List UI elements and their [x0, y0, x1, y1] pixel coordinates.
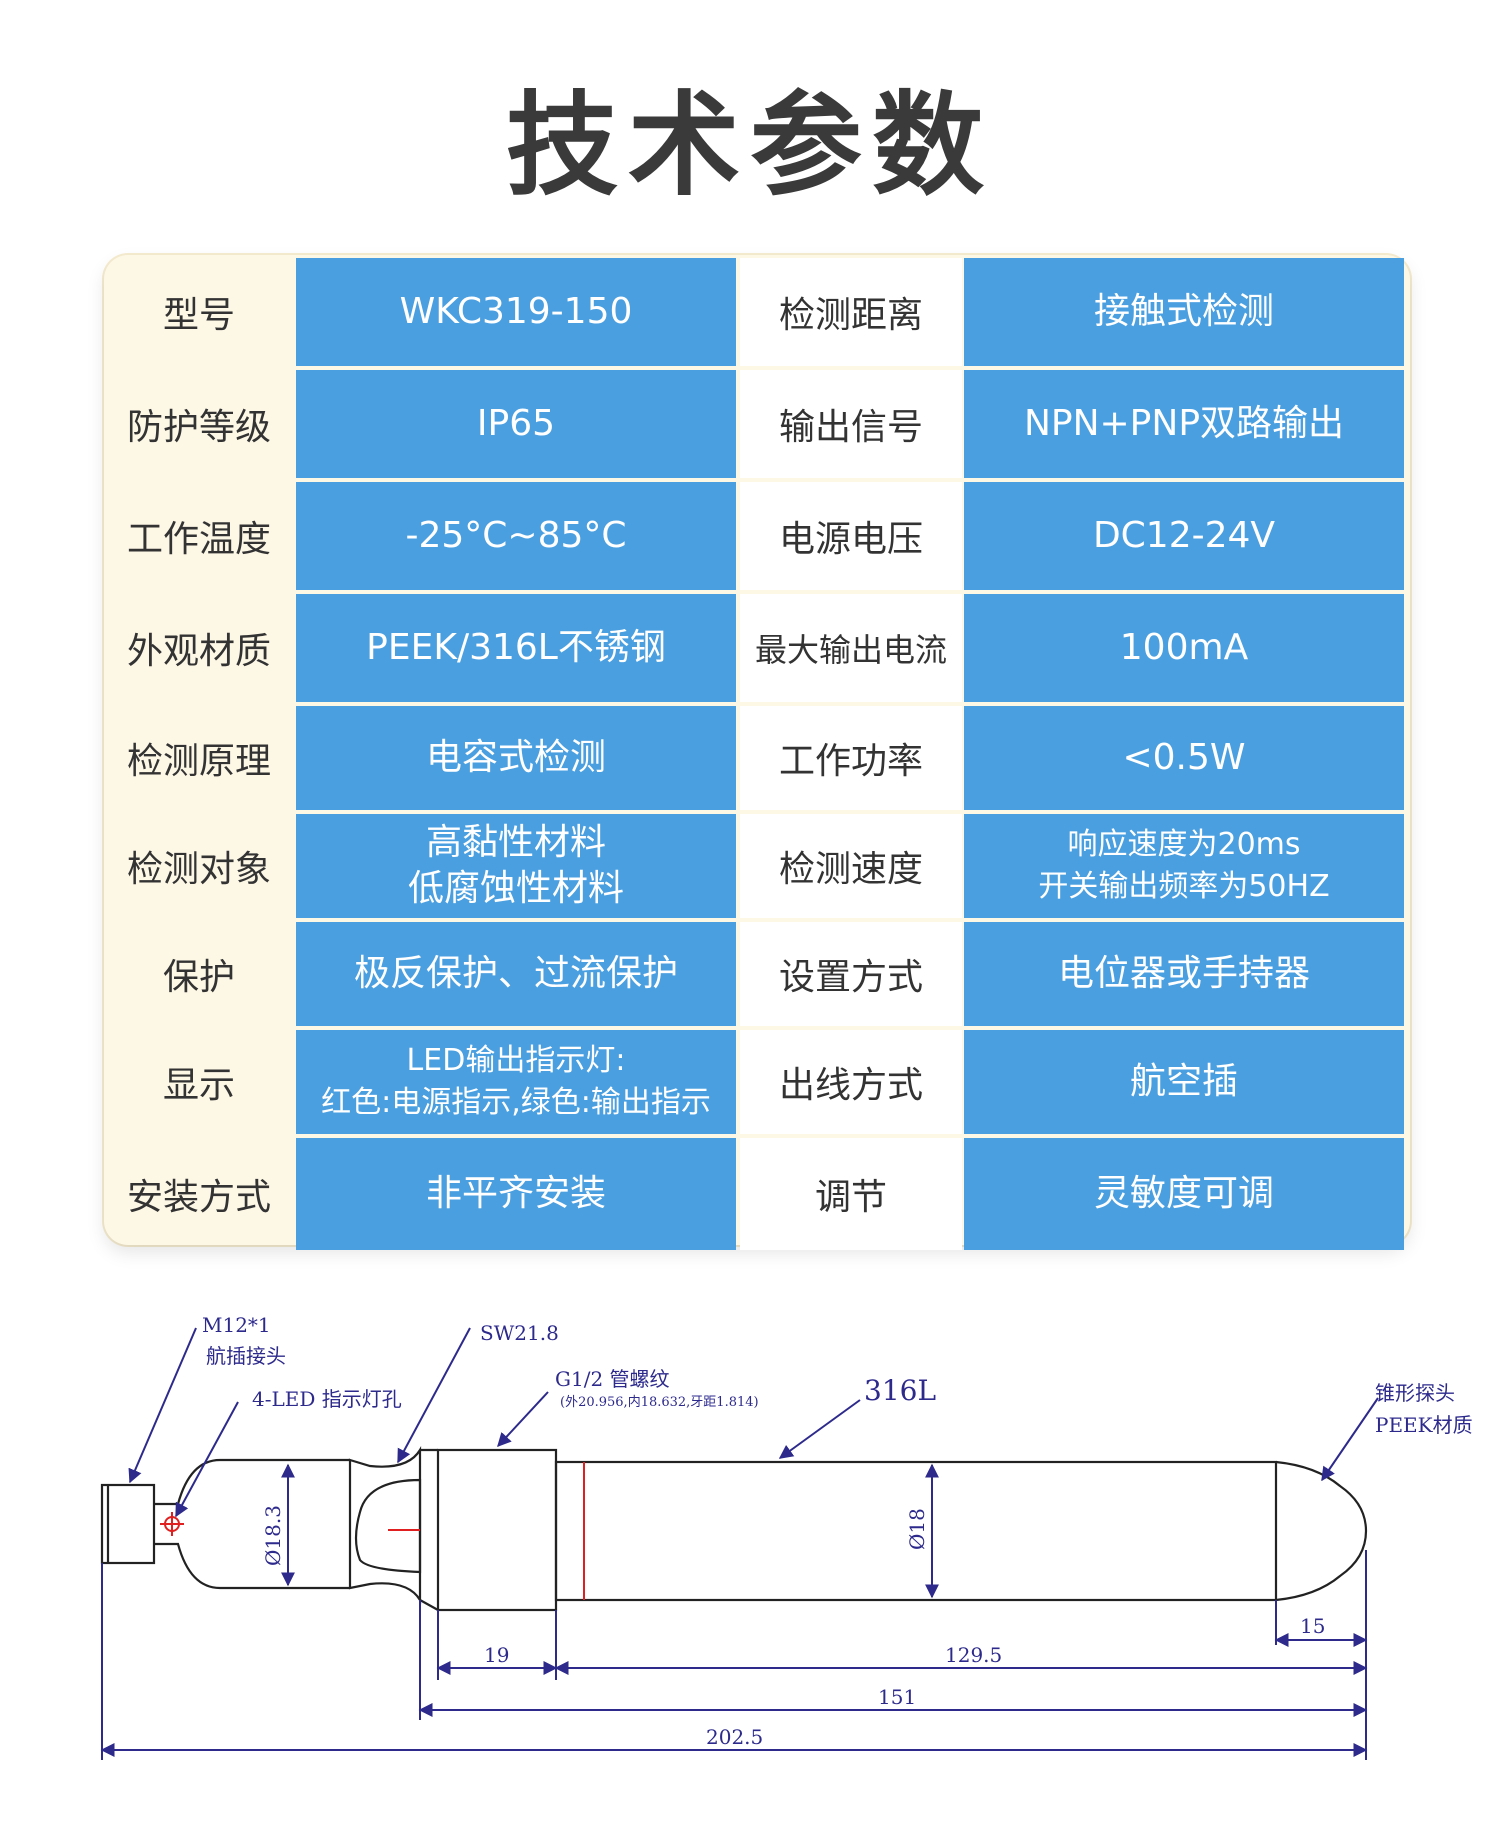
callout-connector-thread: M12*1	[202, 1313, 271, 1337]
spec-value-line: NPN+PNP双路输出	[1023, 403, 1345, 444]
spec-value: 100mA	[964, 594, 1404, 702]
dim-len-tip: 15	[1300, 1614, 1325, 1638]
spec-value-line: DC12-24V	[1092, 515, 1276, 556]
spec-value: -25°C~85°C	[296, 482, 736, 590]
dimension-lines	[100, 1463, 1368, 1760]
spec-value: 响应速度为20ms 开关输出频率为50HZ	[964, 814, 1404, 918]
spec-value-line: 接触式检测	[1093, 291, 1274, 332]
spec-label: 防护等级	[126, 407, 271, 448]
spec-label: 电源电压	[740, 482, 962, 590]
spec-label: 调节	[740, 1138, 962, 1250]
spec-value-line: 灵敏度可调	[1093, 1173, 1274, 1214]
spec-value-line: LED输出指示灯:	[406, 1043, 626, 1078]
spec-value: 航空插	[964, 1030, 1404, 1134]
spec-value: 灵敏度可调	[964, 1138, 1404, 1250]
spec-label: 工作功率	[740, 706, 962, 810]
page-title: 技术参数	[506, 81, 994, 211]
spec-label: 输出信号	[740, 370, 962, 478]
spec-value: NPN+PNP双路输出	[964, 370, 1404, 478]
spec-value-line: 极反保护、过流保护	[353, 953, 678, 994]
spec-label: 安装方式	[126, 1177, 271, 1218]
dim-len-thread: 19	[484, 1643, 509, 1667]
spec-label: 型号	[162, 295, 235, 336]
spec-label: 保护	[162, 957, 235, 998]
spec-value-line: 低腐蚀性材料	[407, 868, 624, 909]
spec-value: 极反保护、过流保护	[296, 922, 736, 1026]
spec-value: WKC319-150	[296, 258, 736, 366]
spec-value: 非平齐安装	[296, 1138, 736, 1250]
callout-probe-tip: 锥形探头	[1375, 1381, 1455, 1405]
spec-value-line: PEEK/316L不锈钢	[366, 627, 666, 668]
callout-wrench: SW21.8	[480, 1321, 559, 1345]
spec-value-line: 非平齐安装	[425, 1173, 606, 1214]
spec-value: DC12-24V	[964, 482, 1404, 590]
dim-dia-body: Ø18	[905, 1508, 929, 1550]
spec-value-line: -25°C~85°C	[405, 515, 627, 556]
callout-led-hole: 4-LED 指示灯孔	[252, 1387, 402, 1411]
sensor-outline	[100, 1446, 1368, 1612]
spec-label: 出线方式	[740, 1030, 962, 1134]
spec-label: 设置方式	[740, 922, 962, 1026]
spec-value: LED输出指示灯: 红色:电源指示,绿色:输出指示	[296, 1030, 736, 1134]
technical-drawing: M12*1 航插接头 4-LED 指示灯孔 SW21.8 G1/2 管螺纹 (外…	[100, 1313, 1473, 1760]
spec-value-line: 高黏性材料	[425, 822, 606, 863]
callout-pipe-thread: G1/2 管螺纹	[555, 1367, 670, 1391]
spec-label: 检测原理	[126, 741, 271, 782]
spec-value-line: 电位器或手持器	[1057, 953, 1310, 994]
spec-value-line: WKC319-150	[399, 291, 633, 332]
callout-connector-name: 航插接头	[206, 1344, 286, 1368]
dim-dia-head: Ø18.3	[261, 1505, 285, 1566]
spec-label: 外观材质	[126, 631, 271, 672]
callout-material-body: 316L	[864, 1374, 936, 1407]
spec-value: 高黏性材料低腐蚀性材料	[296, 814, 736, 918]
spec-value-line: 航空插	[1129, 1061, 1238, 1102]
spec-value-line: 电容式检测	[425, 737, 606, 778]
rod	[554, 1460, 1278, 1602]
spec-value-line: 开关输出频率为50HZ	[1038, 869, 1330, 904]
spec-label: 检测距离	[740, 258, 962, 366]
connector-body	[100, 1483, 156, 1565]
dim-len-total: 202.5	[706, 1725, 763, 1749]
callout-pipe-thread-detail: (外20.956,内18.632,牙距1.814)	[560, 1394, 759, 1410]
spec-value: <0.5W	[964, 706, 1404, 810]
spec-label: 显示	[162, 1065, 235, 1106]
probe-tip-shape	[1275, 1460, 1368, 1602]
dim-len-rod: 129.5	[945, 1643, 1002, 1667]
spec-value: 电位器或手持器	[964, 922, 1404, 1026]
spec-value-line: 100mA	[1119, 627, 1249, 668]
spec-value-line: 红色:电源指示,绿色:输出指示	[321, 1085, 711, 1120]
dim-len-probe: 151	[878, 1685, 916, 1709]
led-hole-marker	[160, 1512, 184, 1536]
spec-label: 最大输出电流	[740, 594, 962, 702]
spec-value: 接触式检测	[964, 258, 1404, 366]
spec-value-line: 响应速度为20ms	[1067, 827, 1301, 862]
spec-value: IP65	[296, 370, 736, 478]
spec-value: PEEK/316L不锈钢	[296, 594, 736, 702]
spec-label: 工作温度	[126, 519, 271, 560]
spec-value: 电容式检测	[296, 706, 736, 810]
spec-label: 检测对象	[126, 849, 271, 890]
spec-value-line: <0.5W	[1122, 737, 1246, 778]
spec-value-line: IP65	[476, 403, 556, 444]
thread-section	[436, 1448, 558, 1612]
spec-label: 检测速度	[740, 814, 962, 918]
callout-probe-material: PEEK材质	[1375, 1413, 1473, 1437]
